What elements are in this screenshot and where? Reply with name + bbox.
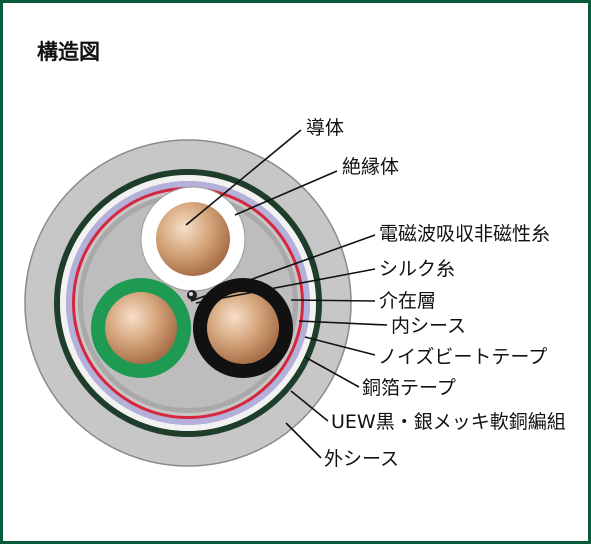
- label-noise-beat-tape: ノイズビートテープ: [378, 346, 547, 368]
- leader-conductor: [185, 129, 302, 226]
- leader-filler: [290, 299, 376, 302]
- copper-foil-tape-layer: [60, 175, 316, 431]
- leader-inner-sheath: [298, 320, 388, 326]
- label-insulation: 絶縁体: [342, 156, 399, 178]
- leader-braid: [290, 390, 329, 422]
- leader-noise-beat-tape: [304, 336, 376, 356]
- braid-layer: [54, 169, 322, 437]
- leader-silk-thread: [195, 268, 376, 304]
- label-inner-sheath: 内シース: [391, 315, 466, 337]
- leader-insulation: [234, 170, 338, 216]
- leader-emi-thread: [190, 234, 376, 302]
- label-outer-sheath: 外シース: [324, 448, 399, 470]
- leader-lines: [185, 129, 388, 459]
- leader-outer-sheath: [285, 422, 322, 459]
- core-white-conductor: [156, 202, 230, 276]
- core-green-conductor: [105, 292, 177, 364]
- label-emi-thread: 電磁波吸収非磁性糸: [379, 223, 550, 245]
- label-silk-thread: シルク糸: [379, 258, 455, 280]
- cable-cross-section: [24, 139, 352, 467]
- core-black-conductor: [207, 292, 279, 364]
- label-filler: 介在層: [379, 290, 436, 312]
- leader-copper-foil-tape: [304, 356, 360, 388]
- diagram-title: 構造図: [37, 40, 100, 64]
- silk-thread-highlight: [189, 292, 193, 296]
- label-copper-foil-tape: 銅箔テープ: [362, 377, 456, 399]
- cable-structure-diagram: 構造図 導体 絶縁体 電: [24, 40, 566, 470]
- labels: 導体 絶縁体 電磁波吸収非磁性糸 シルク糸 介在層 内シース ノイズビートテープ…: [306, 117, 566, 470]
- label-conductor: 導体: [306, 117, 344, 139]
- label-braid: UEW黒・銀メッキ軟銅編組: [331, 411, 566, 433]
- noise-beat-tape-layer: [66, 181, 310, 425]
